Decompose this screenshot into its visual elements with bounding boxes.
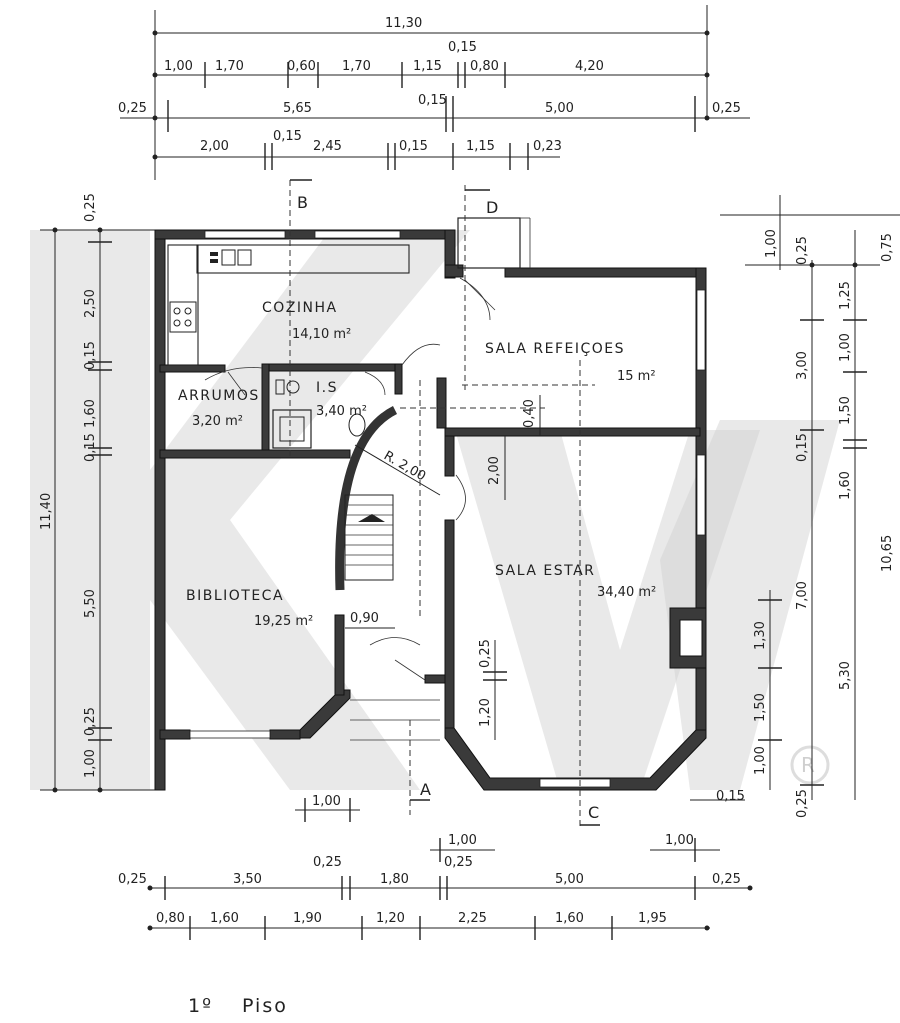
dim-top-r3: 0,15	[418, 93, 447, 108]
dim-right-mid: 0,25	[795, 236, 810, 265]
dim-top-r2: 1,70	[215, 59, 244, 74]
svg-text:R: R	[801, 753, 815, 777]
dim-top-r2: 1,00	[164, 59, 193, 74]
room-label-refeicoes: SALA REFEIÇOES	[485, 341, 625, 357]
dim-right-outer: 10,65	[880, 535, 895, 572]
room-label-estar: SALA ESTAR	[495, 563, 595, 579]
dim-left-chain: 1,60	[83, 399, 98, 428]
dim-top-r3: 5,65	[283, 101, 312, 116]
room-area-is: 3,40 m²	[316, 404, 367, 419]
dim-bottom-r2: 2,25	[458, 911, 487, 926]
dim-left-chain: 0,25	[83, 707, 98, 736]
section-mark-d: D	[486, 198, 498, 217]
dim-top-r4: 0,15	[273, 129, 302, 144]
dim-left-chain: 0,15	[83, 341, 98, 370]
dim-right-inner: 5,30	[838, 661, 853, 690]
dim-bottom-r2: 1,20	[376, 911, 405, 926]
dim-bottom-r1: 0,25	[712, 872, 741, 887]
dim-right-inner: 1,00	[764, 229, 779, 258]
dim-bottom-r2: 1,60	[210, 911, 239, 926]
room-area-refeicoes: 15 m²	[617, 369, 656, 384]
room-area-biblioteca: 19,25 m²	[254, 614, 313, 629]
dim-bottom-r1: 3,50	[233, 872, 262, 887]
dim-right-inner: 1,00	[838, 333, 853, 362]
floor-title: Piso	[242, 995, 288, 1017]
watermark-logo: R	[30, 230, 840, 790]
dim-inner: 2,00	[487, 456, 502, 485]
right-dimensions: 0,75 10,65 0,25 3,00 7,00 0,25 1,00 1,25…	[720, 195, 900, 818]
dim-left-chain: 0,15	[83, 433, 98, 462]
dim-inner: 0,25	[478, 639, 493, 668]
dim-bottom-r2: 1,60	[555, 911, 584, 926]
section-mark-b: B	[297, 193, 308, 212]
room-label-is: I.S	[316, 380, 338, 396]
dim-right-mid: 3,00	[795, 351, 810, 380]
dim-right-window: 1,30	[753, 621, 768, 650]
dim-right-inner: 1,25	[838, 281, 853, 310]
dim-right-mid: 0,25	[795, 789, 810, 818]
dim-top-r2: 0,60	[287, 59, 316, 74]
dim-bottom-r1: 0,25	[118, 872, 147, 887]
dim-top-r4: 0,15	[399, 139, 428, 154]
dim-bottom-r1: 5,00	[555, 872, 584, 887]
dim-top-r2: 1,70	[342, 59, 371, 74]
section-lines	[289, 179, 600, 830]
bottom-dimensions: 0,25 3,50 0,25 1,80 5,00 0,25 0,80 1,60 …	[118, 789, 753, 940]
dim-top-r2: 0,80	[470, 59, 499, 74]
dim-left-chain: 2,50	[83, 289, 98, 318]
section-mark-a: A	[420, 780, 431, 799]
dim-bottom-r1: 1,80	[380, 872, 409, 887]
dim-overall-height: 11,40	[39, 493, 54, 530]
dim-bottom-misc: 0,15	[716, 789, 745, 804]
dim-bottom-misc: 1,00	[665, 833, 694, 848]
dim-top-r4: 2,00	[200, 139, 229, 154]
room-label-arrumos: ARRUMOS	[178, 388, 260, 404]
dim-top-r2: 4,20	[575, 59, 604, 74]
room-label-cozinha: COZINHA	[262, 300, 338, 316]
dim-bottom-r2: 1,90	[293, 911, 322, 926]
dim-right-window: 1,00	[753, 746, 768, 775]
dim-right-outer: 0,75	[880, 233, 895, 262]
room-area-cozinha: 14,10 m²	[292, 327, 351, 342]
dim-right-mid: 7,00	[795, 581, 810, 610]
windows	[189, 230, 706, 788]
room-area-arrumos: 3,20 m²	[192, 414, 243, 429]
room-label-biblioteca: BIBLIOTECA	[186, 588, 284, 604]
dim-bottom-misc: 0,25	[444, 855, 473, 870]
dim-bottom-misc: 1,00	[448, 833, 477, 848]
dim-top-r2: 1,15	[413, 59, 442, 74]
dim-top-r3: 0,25	[712, 101, 741, 116]
dim-right-inner: 0,15	[795, 433, 810, 462]
dim-bottom-r2: 1,95	[638, 911, 667, 926]
dim-bottom-r2: 0,80	[156, 911, 185, 926]
dim-right-inner: 1,60	[838, 471, 853, 500]
dim-top-r4: 1,15	[466, 139, 495, 154]
dim-left-chain: 0,25	[83, 193, 98, 222]
dim-inner: 0,90	[350, 611, 379, 626]
dim-inner: 0,40	[522, 399, 537, 428]
left-dimensions: 11,40 0,25 2,50 0,15 1,60 0,15 5,50 0,25…	[39, 193, 155, 793]
dim-overall-width: 11,30	[385, 16, 422, 31]
top-dimensions: 11,30 1,00 1,70 0,60 1,70 1,15 0,15 0,80…	[118, 5, 750, 180]
dim-left-chain: 1,00	[83, 749, 98, 778]
stair-radius-label: R. 2,00	[381, 448, 428, 484]
dim-bottom-r1: 0,25	[313, 855, 342, 870]
dim-top-r4: 2,45	[313, 139, 342, 154]
dim-bottom-misc: 1,00	[312, 794, 341, 809]
dim-top-r3: 0,25	[118, 101, 147, 116]
doors	[204, 277, 496, 681]
dim-left-chain: 5,50	[83, 589, 98, 618]
dim-top-r3: 5,00	[545, 101, 574, 116]
fixtures	[167, 244, 441, 581]
inner-dimensions: 2,00 0,40 0,90 0,25 1,20	[345, 395, 541, 740]
room-area-estar: 34,40 m²	[597, 585, 656, 600]
dim-top-r2: 0,15	[448, 40, 477, 55]
dim-top-r4: 0,23	[533, 139, 562, 154]
floor-number: 1º	[188, 995, 213, 1017]
dim-right-window: 1,50	[753, 693, 768, 722]
dim-right-inner: 1,50	[838, 396, 853, 425]
section-mark-c: C	[588, 803, 599, 822]
dim-inner: 1,20	[478, 698, 493, 727]
